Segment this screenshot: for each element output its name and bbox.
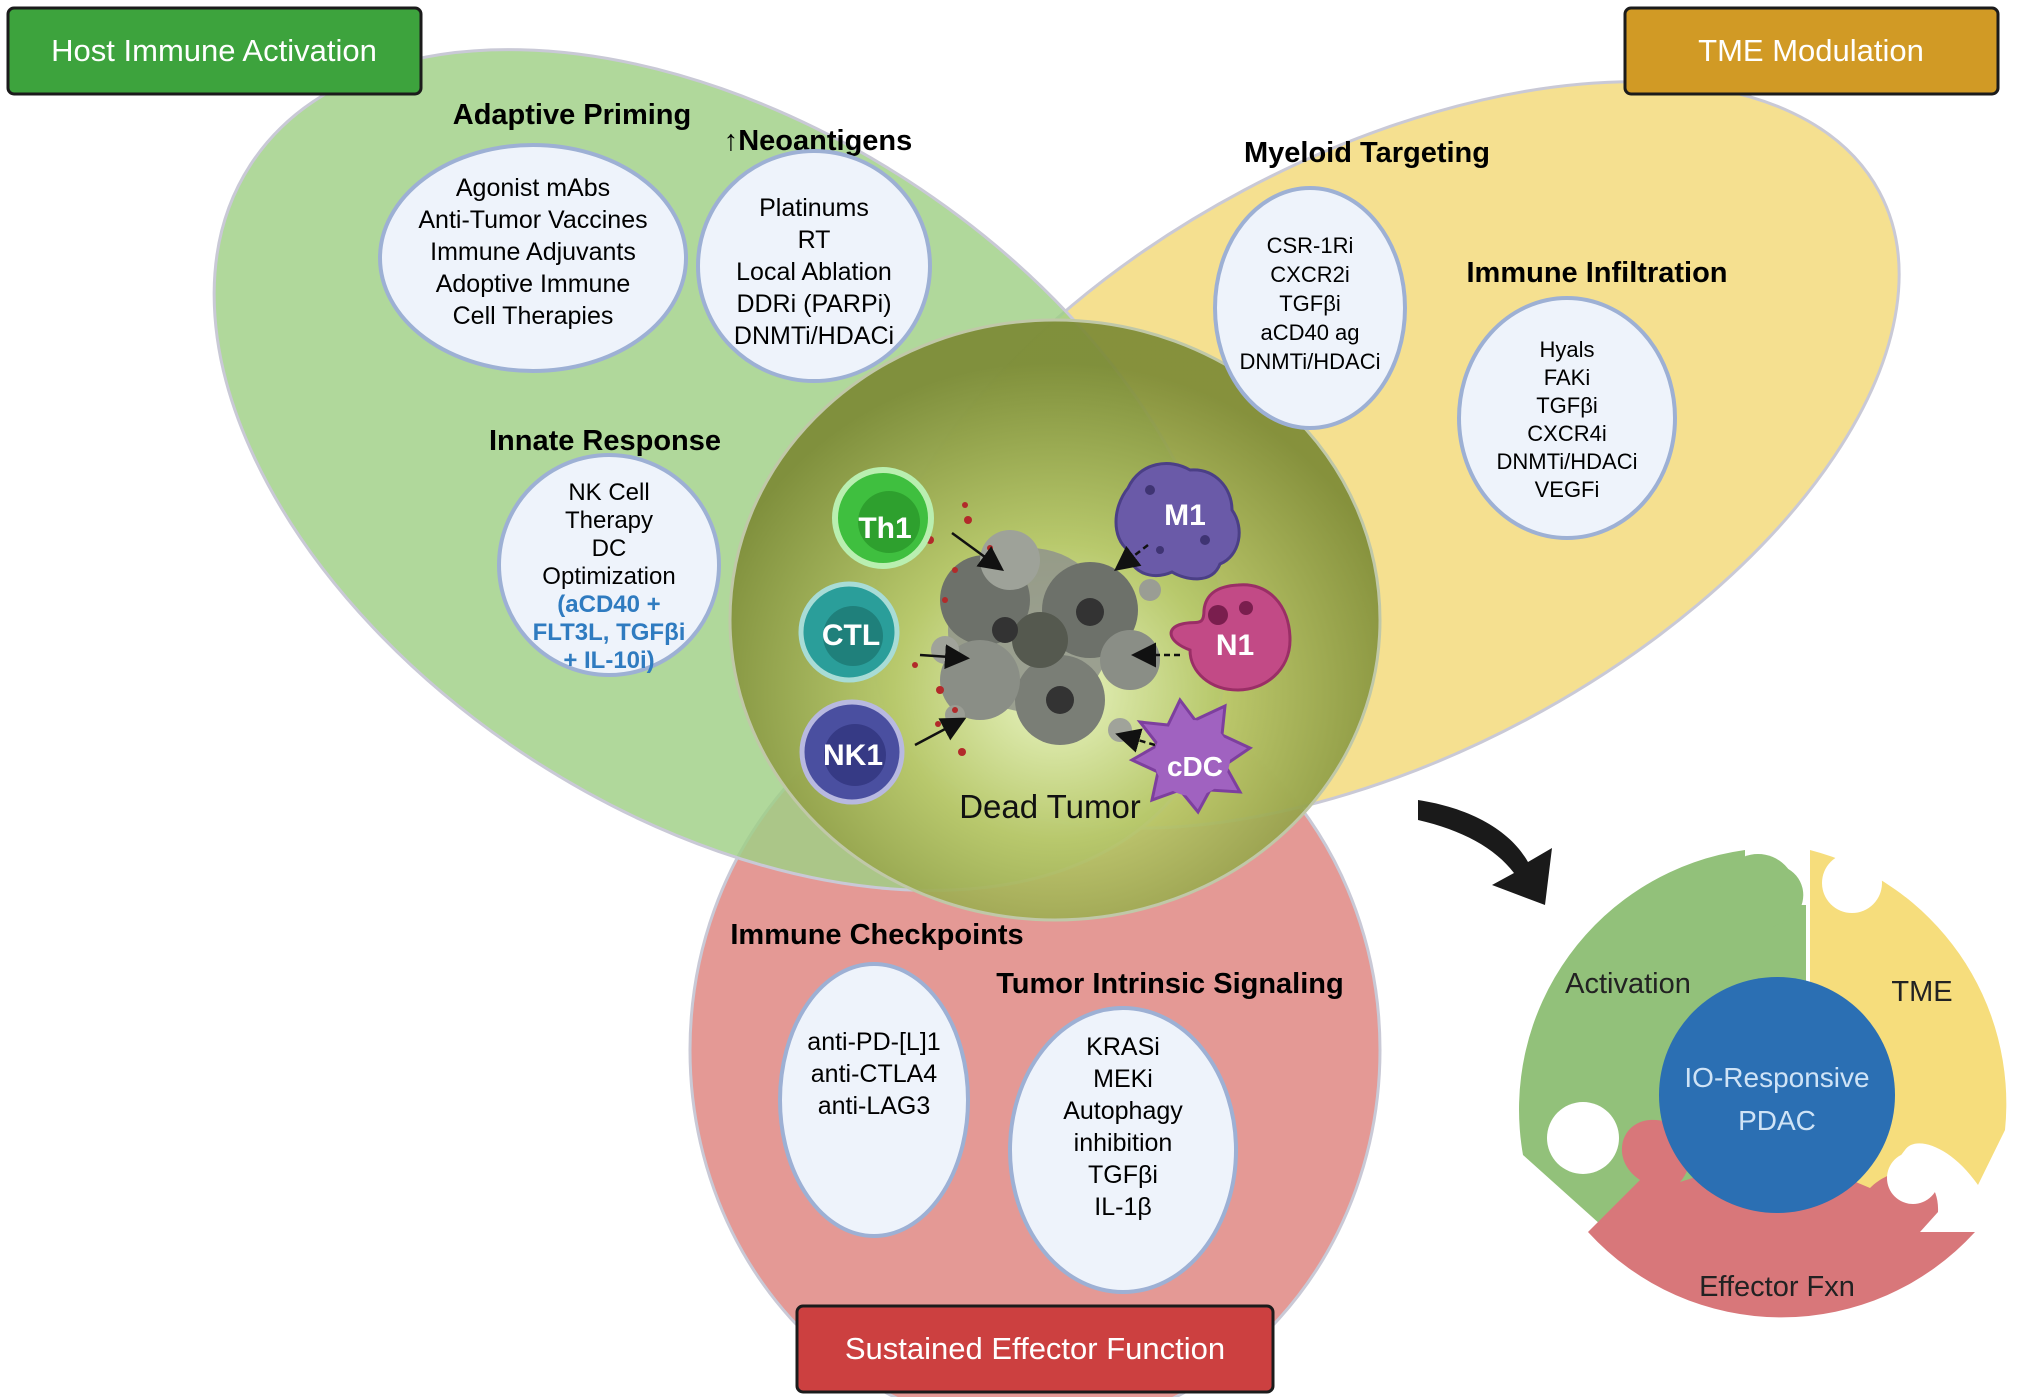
tme-modulation-label: TME Modulation (1698, 33, 1924, 68)
puzzle-tme-knob (1720, 854, 1796, 930)
immune-checkpoints-bubble (778, 962, 970, 1238)
innate-response-title: Innate Response (489, 425, 721, 457)
m1-label: M1 (1164, 499, 1206, 532)
adaptive-item: Agonist mAbs (456, 174, 610, 202)
innate-item: Optimization (542, 563, 675, 590)
innate-item: DC (592, 535, 627, 562)
transition-arrow-icon (1418, 800, 1552, 905)
tumor-intrinsic-item: TGFβi (1088, 1161, 1158, 1189)
dead-tumor-label: Dead Tumor (959, 788, 1141, 825)
th1-label: Th1 (858, 512, 911, 545)
cdc-arrow (1115, 728, 1156, 753)
tumor-intrinsic-title: Tumor Intrinsic Signaling (996, 968, 1343, 1000)
myeloid-item: DNMTi/HDACi (1240, 349, 1381, 374)
adaptive-item: Immune Adjuvants (430, 238, 636, 266)
ctl-arrow (919, 644, 970, 670)
immune-infiltration-title: Immune Infiltration (1467, 257, 1728, 289)
checkpoint-item: anti-LAG3 (818, 1092, 931, 1120)
m1-cell-icon: M1 (1114, 462, 1241, 581)
innate-item: NK Cell (568, 479, 649, 506)
tumor-intrinsic-bubble (1008, 1006, 1238, 1294)
th1-arrow (951, 531, 1005, 571)
tumor-intrinsic-item: inhibition (1074, 1129, 1173, 1157)
puzzle-effector-label: Effector Fxn (1699, 1271, 1855, 1303)
puzzle-center-circle (1659, 977, 1895, 1213)
infiltration-item: Hyals (1539, 337, 1594, 362)
myeloid-item: CSR-1Ri (1267, 233, 1354, 258)
nk1-arrow (914, 717, 967, 747)
neoantigen-item: Local Ablation (736, 258, 892, 286)
myeloid-item: TGFβi (1279, 291, 1341, 316)
adaptive-priming-title: Adaptive Priming (453, 99, 692, 131)
cell-arrows (914, 531, 1180, 753)
myeloid-item: CXCR2i (1270, 262, 1349, 287)
effector-function-box: Sustained Effector Function (795, 1304, 1275, 1394)
neoantigen-item: DDRi (PARPi) (736, 290, 891, 318)
adaptive-item: Adoptive Immune (436, 270, 631, 298)
host-immune-box: Host Immune Activation (6, 6, 423, 96)
n1-cell-icon: N1 (1169, 583, 1292, 692)
ctl-cell-icon: CTL (798, 581, 900, 683)
n1-label: N1 (1216, 629, 1254, 662)
myeloid-targeting-title: Myeloid Targeting (1244, 137, 1490, 169)
puzzle-yellow-notch (1822, 853, 1882, 913)
nk1-label: NK1 (823, 739, 883, 772)
puzzle-tme-label: TME (1891, 976, 1952, 1008)
infiltration-item: CXCR4i (1527, 421, 1606, 446)
effector-function-label: Sustained Effector Function (845, 1331, 1225, 1366)
innate-item: Therapy (565, 507, 653, 534)
innate-highlight: FLT3L, TGFβi (533, 619, 686, 646)
puzzle-center-line2: PDAC (1738, 1105, 1816, 1136)
tme-modulation-box: TME Modulation (1623, 6, 2000, 96)
neoantigen-item: DNMTi/HDACi (734, 322, 894, 350)
tumor-intrinsic-item: Autophagy (1063, 1097, 1183, 1125)
neoantigens-bubble (696, 149, 932, 383)
checkpoint-item: anti-CTLA4 (811, 1060, 938, 1088)
th1-cell-icon: Th1 (832, 467, 934, 569)
adaptive-item: Anti-Tumor Vaccines (418, 206, 647, 234)
infiltration-item: TGFβi (1536, 393, 1598, 418)
adaptive-item: Cell Therapies (453, 302, 614, 330)
innate-response-bubble (497, 453, 721, 677)
puzzle-red-notch (1887, 1152, 1939, 1204)
puzzle-diagram: IO-Responsive PDAC Activation TME Effect… (1519, 850, 2007, 1318)
myeloid-item: aCD40 ag (1260, 320, 1359, 345)
immune-infiltration-bubble (1457, 296, 1677, 540)
infiltration-item: FAKi (1544, 365, 1590, 390)
tumor-intrinsic-item: MEKi (1093, 1065, 1153, 1093)
puzzle-activation-label: Activation (1565, 968, 1691, 1000)
innate-highlight: + IL-10i) (563, 647, 654, 674)
host-immune-label: Host Immune Activation (51, 33, 377, 68)
infiltration-item: DNMTi/HDACi (1497, 449, 1638, 474)
tumor-intrinsic-item: KRASi (1086, 1033, 1160, 1061)
nk1-cell-icon: NK1 (799, 699, 905, 805)
tumor-intrinsic-item: IL-1β (1094, 1193, 1151, 1221)
innate-highlight: (aCD40 + (557, 591, 660, 618)
cdc-label: cDC (1167, 751, 1223, 782)
immune-checkpoints-title: Immune Checkpoints (730, 919, 1023, 951)
neoantigen-item: Platinums (759, 194, 869, 222)
myeloid-targeting-bubble (1213, 186, 1407, 430)
m1-arrow (1114, 544, 1149, 572)
neoantigen-item: RT (798, 226, 831, 254)
puzzle-effector-piece (1588, 1119, 1975, 1318)
infiltration-item: VEGFi (1535, 477, 1600, 502)
ctl-label: CTL (822, 619, 880, 652)
puzzle-center-line1: IO-Responsive (1684, 1062, 1869, 1093)
checkpoint-item: anti-PD-[L]1 (807, 1028, 940, 1056)
cdc-cell-icon: cDC (1128, 697, 1254, 815)
puzzle-green-notch (1547, 1102, 1619, 1174)
adaptive-priming-bubble (378, 143, 688, 373)
